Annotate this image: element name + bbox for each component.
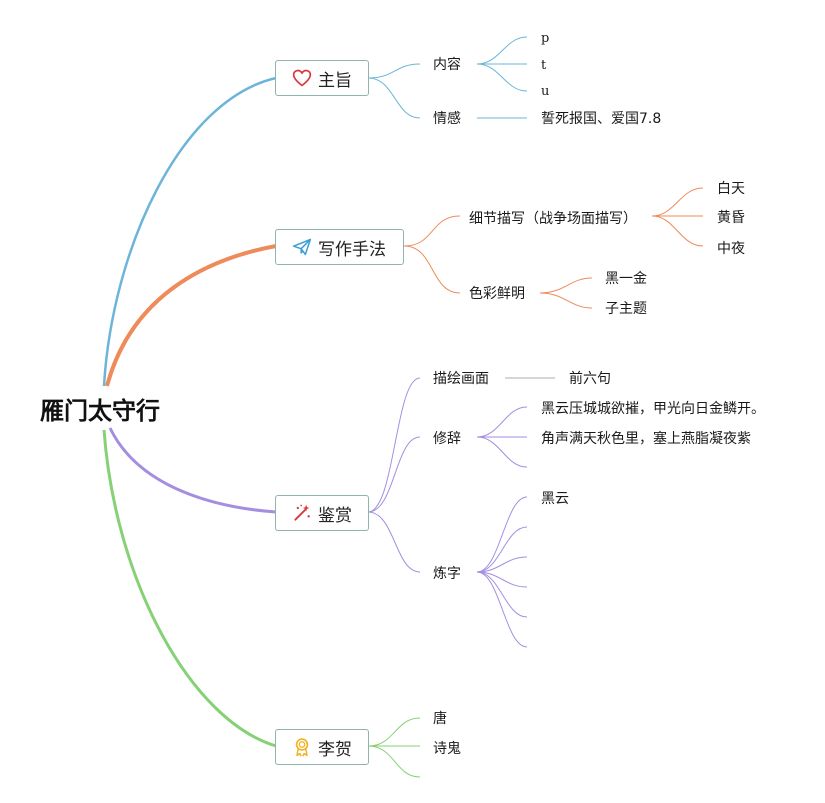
topic-theme-label: 主旨	[318, 70, 352, 91]
technique-connectors	[403, 187, 704, 309]
detail-item-midnight[interactable]: 中夜	[717, 241, 745, 257]
wording-item-1[interactable]: 黑云	[541, 491, 569, 507]
branch-technique	[105, 244, 277, 387]
detail-item-day[interactable]: 白天	[717, 181, 745, 197]
theme-connectors	[367, 36, 528, 119]
paper-plane-icon	[292, 238, 312, 256]
author-item-poet-ghost[interactable]: 诗鬼	[433, 741, 461, 757]
color-item-subtopic[interactable]: 子主题	[605, 301, 647, 317]
subtopic-content[interactable]: 内容	[433, 57, 461, 73]
author-connectors	[367, 717, 421, 778]
subtopic-detail[interactable]: 细节描写（战争场面描写）	[469, 211, 637, 227]
subtopic-rhetoric[interactable]: 修辞	[433, 431, 461, 447]
subtopic-wording[interactable]: 炼字	[433, 566, 461, 582]
content-item-t[interactable]: t	[541, 58, 547, 73]
topic-technique-label: 写作手法	[318, 239, 386, 260]
branch-author	[102, 429, 277, 748]
content-item-p[interactable]: p	[541, 31, 550, 46]
subtopic-emotion[interactable]: 情感	[433, 111, 461, 127]
rhetoric-item-2[interactable]: 角声满天秋色里，塞上燕脂凝夜紫	[541, 431, 751, 447]
content-item-u[interactable]: u	[541, 84, 550, 99]
appreciation-connectors	[367, 377, 528, 648]
topic-theme[interactable]: 主旨	[275, 60, 369, 96]
subtopic-scene[interactable]: 描绘画面	[433, 371, 489, 387]
rhetoric-item-1[interactable]: 黑云压城城欲摧，甲光向日金鳞开。	[541, 401, 765, 417]
scene-item[interactable]: 前六句	[569, 371, 611, 387]
topic-appreciation[interactable]: 鉴赏	[275, 495, 369, 531]
topic-appreciation-label: 鉴赏	[318, 505, 352, 526]
heart-icon	[292, 69, 312, 87]
topic-author-label: 李贺	[318, 739, 352, 760]
root-topic[interactable]: 雁门太守行	[40, 397, 160, 425]
award-ribbon-icon	[295, 738, 309, 757]
topic-technique[interactable]: 写作手法	[275, 229, 404, 265]
topic-author[interactable]: 李贺	[275, 729, 369, 765]
detail-item-dusk[interactable]: 黄昏	[717, 210, 745, 226]
branch-appreciation	[108, 427, 277, 514]
subtopic-color[interactable]: 色彩鲜明	[469, 286, 525, 302]
branch-theme	[102, 76, 277, 387]
author-item-tang[interactable]: 唐	[433, 711, 447, 727]
magic-wand-icon	[294, 504, 310, 521]
color-item-black-gold[interactable]: 黑一金	[605, 271, 647, 287]
emotion-item[interactable]: 誓死报国、爱国7.8	[541, 111, 662, 127]
